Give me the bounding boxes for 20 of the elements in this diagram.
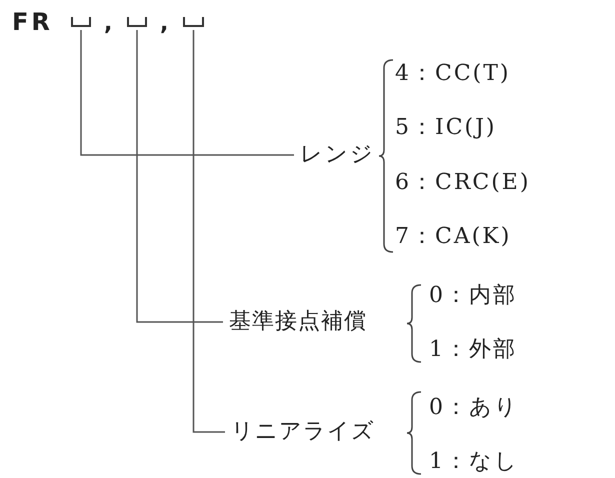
option-label: 5：IC(J) (395, 116, 497, 140)
option-label: 0：あり (429, 396, 519, 420)
category-label: リニアライズ (231, 419, 375, 445)
option-label: 6：CRC(E) (395, 171, 530, 195)
blank-slot (71, 17, 91, 27)
blank-slot (127, 17, 147, 27)
option-label: 1：外部 (429, 338, 517, 362)
leader-line (80, 30, 294, 156)
option-label: 0：内部 (429, 284, 517, 308)
separator: , (160, 12, 170, 36)
leader-line (192, 30, 225, 433)
option-label: 4：CC(T) (395, 62, 511, 86)
leader-line (136, 30, 223, 323)
option-label: 7：CA(K) (395, 225, 512, 249)
separator: , (104, 12, 114, 36)
option-label: 1：なし (429, 450, 519, 474)
command-code: FR (12, 10, 53, 34)
blank-slot (183, 17, 204, 27)
category-label: 基準接点補償 (229, 309, 367, 335)
category-label: レンジ (300, 143, 375, 167)
